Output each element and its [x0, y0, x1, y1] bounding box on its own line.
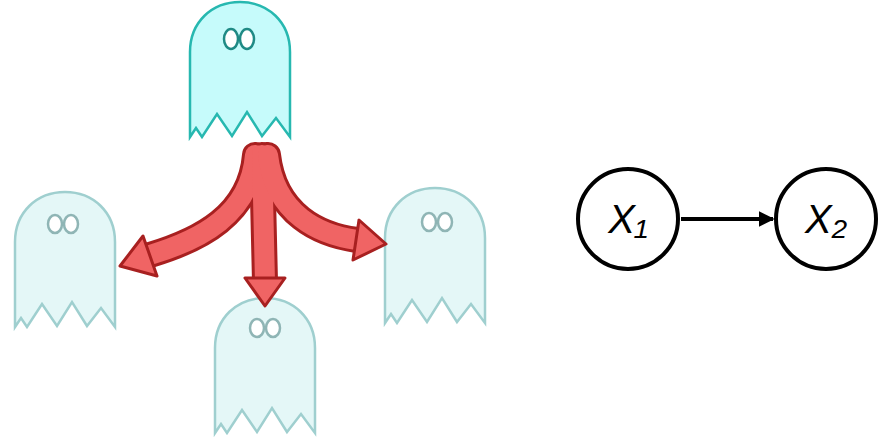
ghost-top [190, 2, 290, 137]
variable-circle: X₂ [774, 167, 878, 271]
ghost-right [385, 188, 485, 323]
arrow-connector [681, 217, 773, 221]
ghost-left [15, 192, 115, 327]
variable-label: X₂ [805, 199, 847, 239]
ghost-bottom [215, 298, 315, 433]
variable-circle: X₁ [576, 167, 680, 271]
split-arrow [120, 155, 386, 306]
variable-label: X₁ [608, 199, 647, 239]
